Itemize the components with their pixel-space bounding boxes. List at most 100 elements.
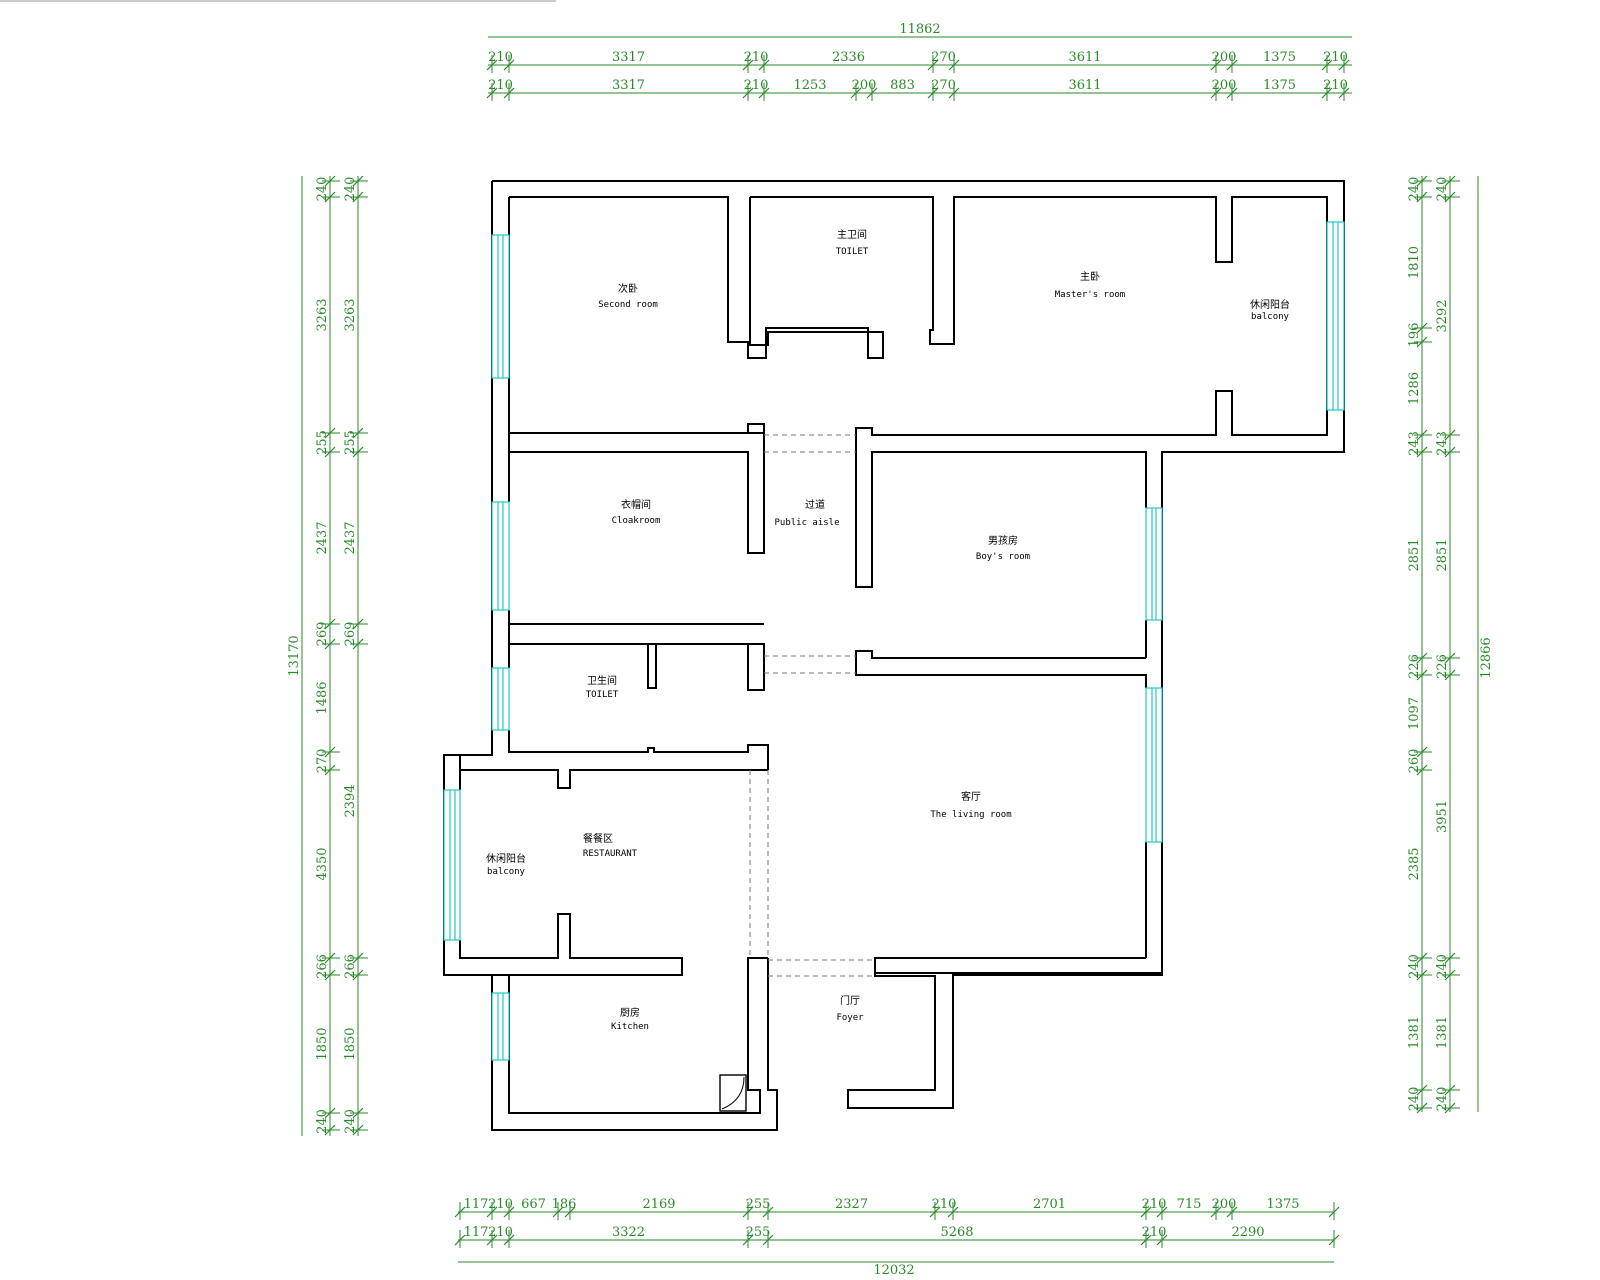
wall-cloak-bottom — [508, 610, 764, 625]
dim-top-r2-0: 210 — [488, 78, 513, 93]
dim-left-outer-0: 240 — [315, 177, 330, 202]
dim-left-outer-9: 1850 — [315, 1027, 330, 1060]
dim-bot-r2-0: 117 — [464, 1225, 489, 1240]
window-master — [1326, 221, 1345, 411]
dim-bot-r2-1: 210 — [488, 1225, 513, 1240]
dim-right-inner-12: 240 — [1407, 1087, 1422, 1112]
label-second-room-en: Second room — [598, 300, 658, 310]
label-boys-en: Boy's room — [976, 552, 1030, 562]
dim-top-r2-4: 200 — [852, 78, 877, 93]
dim-left-inner-4: 269 — [343, 622, 358, 647]
dim-right-outer-5: 3951 — [1435, 800, 1450, 833]
wall-boys-bottom — [855, 650, 1147, 688]
dim-bot-r1-6: 2327 — [835, 1197, 868, 1212]
dim-bot-r2-4: 5268 — [940, 1225, 973, 1240]
dim-top-r1-6: 200 — [1212, 50, 1237, 65]
wall-restaurant — [444, 754, 768, 789]
dim-top-r1-1: 3317 — [612, 50, 645, 65]
dim-left-inner-0: 240 — [343, 177, 358, 202]
dim-top-r2-7: 3611 — [1068, 78, 1101, 93]
window-kitchen — [491, 992, 510, 1061]
dimension-right: 12866 2401810196128624328512261097260238… — [1407, 175, 1494, 1114]
wall-toilet-mid-bottom — [508, 730, 769, 770]
wall-toilet-top — [750, 196, 1328, 588]
label-balcony-left-zh: 休闲阳台 — [486, 852, 526, 865]
dim-right-inner-5: 2851 — [1407, 538, 1422, 571]
dim-right-outer-2: 243 — [1435, 431, 1450, 456]
label-master-en: Master's room — [1055, 290, 1125, 300]
room-labels: 次卧 Second room 主卫间 TOILET 主卧 Master's ro… — [486, 228, 1290, 1032]
dim-top-r2-5: 883 — [890, 78, 915, 93]
label-living-en: The living room — [930, 810, 1011, 820]
dim-bot-r2-6: 2290 — [1231, 1225, 1264, 1240]
dim-left-outer-5: 1486 — [315, 681, 330, 714]
dim-top-r2-9: 1375 — [1263, 78, 1296, 93]
dim-right-outer-7: 1381 — [1435, 1016, 1450, 1049]
dim-top-r2-10: 210 — [1323, 78, 1348, 93]
label-toilet-mid-zh: 卫生间 — [587, 674, 617, 687]
label-master-zh: 主卧 — [1080, 270, 1100, 283]
window-toilet-mid — [491, 667, 510, 731]
label-restaurant-zh: 餐餐区 — [583, 832, 613, 845]
dim-left-outer-1: 3263 — [315, 298, 330, 331]
dim-right-inner-10: 240 — [1407, 954, 1422, 979]
dim-top-r2-1: 3317 — [612, 78, 645, 93]
dim-left-outer-7: 4350 — [315, 847, 330, 880]
wall-living-bottom — [874, 957, 1146, 973]
dim-left-inner-5: 2394 — [343, 784, 358, 817]
dim-bot-r1-3: 186 — [552, 1197, 577, 1212]
dim-bot-r1-12: 1375 — [1266, 1197, 1299, 1212]
dim-right-inner-9: 2385 — [1407, 847, 1422, 880]
dim-right-inner-0: 240 — [1407, 177, 1422, 202]
dim-right-inner-3: 1286 — [1407, 372, 1422, 405]
dim-top-r2-6: 270 — [931, 78, 956, 93]
dim-left-outer-10: 240 — [315, 1109, 330, 1134]
dim-left-outer-2: 255 — [315, 430, 330, 455]
dim-bottom-total: 12032 — [873, 1263, 914, 1278]
label-restaurant-en: RESTAURANT — [583, 849, 638, 859]
dim-top-r1-4: 270 — [931, 50, 956, 65]
dim-right-inner-4: 243 — [1407, 431, 1422, 456]
dim-left-inner-7: 1850 — [343, 1027, 358, 1060]
dim-top-r1-0: 210 — [488, 50, 513, 65]
dim-right-inner-2: 196 — [1407, 323, 1422, 348]
label-kitchen-zh: 厨房 — [620, 1006, 640, 1019]
dim-bot-r1-2: 667 — [521, 1197, 546, 1212]
label-foyer-zh: 门厅 — [840, 994, 860, 1007]
dim-left-inner-6: 266 — [343, 954, 358, 979]
window-second-room — [491, 234, 510, 379]
dim-left-outer-3: 2437 — [315, 521, 330, 554]
label-balcony-left-en: balcony — [487, 867, 526, 877]
dim-right-outer-3: 2851 — [1435, 538, 1450, 571]
dim-right-outer-8: 240 — [1435, 1087, 1450, 1112]
label-kitchen-en: Kitchen — [611, 1022, 649, 1032]
dim-bot-r1-8: 2701 — [1033, 1197, 1066, 1212]
label-balcony-right-zh: 休闲阳台 — [1250, 298, 1290, 311]
label-cloakroom-zh: 衣帽间 — [621, 498, 651, 511]
label-living-zh: 客厅 — [961, 790, 981, 803]
wall-2nd-bedroom — [508, 197, 765, 434]
wall-restaurant-bottom — [459, 913, 683, 976]
label-aisle-en: Public aisle — [774, 518, 839, 528]
dim-top-r2-8: 200 — [1212, 78, 1237, 93]
dim-top-r1-8: 210 — [1323, 50, 1348, 65]
dim-left-outer-4: 269 — [315, 622, 330, 647]
windows — [443, 221, 1345, 1061]
window-boys — [1145, 507, 1163, 621]
label-aisle-zh: 过道 — [805, 498, 825, 511]
dim-bot-r1-1: 210 — [488, 1197, 513, 1212]
window-living — [1145, 687, 1163, 843]
label-toilet-top-zh: 主卫间 — [837, 228, 867, 241]
window-cloakroom — [491, 501, 510, 611]
dim-right-inner-11: 1381 — [1407, 1016, 1422, 1049]
dim-bot-r1-0: 117 — [464, 1197, 489, 1212]
label-cloakroom-en: Cloakroom — [612, 516, 661, 526]
wall-toilet-mid — [508, 624, 765, 691]
label-toilet-mid-en: TOILET — [586, 690, 619, 700]
dim-bot-r1-5: 255 — [746, 1197, 771, 1212]
door-openings — [749, 434, 875, 977]
dim-right-inner-6: 226 — [1407, 654, 1422, 679]
